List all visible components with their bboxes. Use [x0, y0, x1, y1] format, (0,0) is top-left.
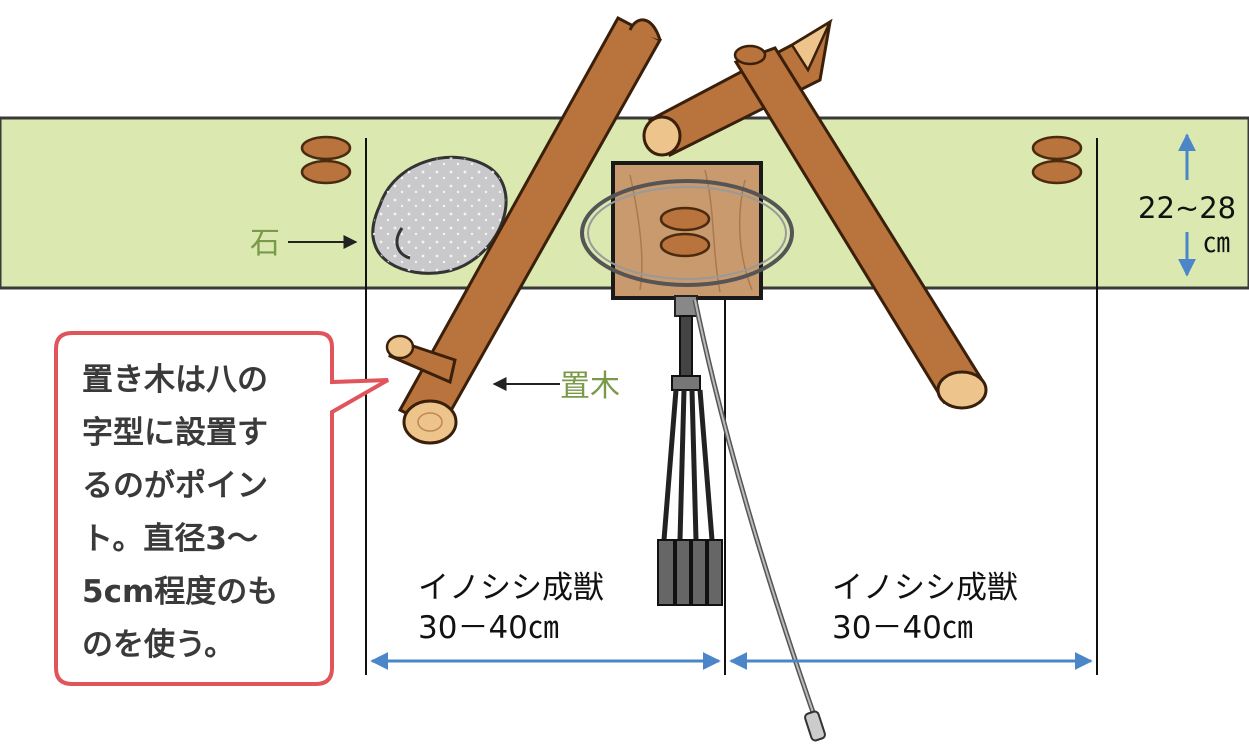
left-span-value: 30－40㎝	[418, 610, 559, 646]
callout-line-1: 置き木は八の	[82, 362, 268, 398]
height-unit: ㎝	[1203, 228, 1230, 259]
right-span-value: 30－40㎝	[832, 610, 973, 646]
wire-loop	[580, 179, 794, 287]
height-value: 22~28	[1138, 191, 1236, 225]
placed-log-right	[733, 44, 988, 410]
hoof-print-left	[300, 135, 352, 185]
snare-spring-device	[657, 295, 723, 606]
hoof-print-right	[1031, 135, 1083, 185]
callout-line-3: るのがポイン	[82, 468, 268, 504]
callout-line-5: 5cm程度のも	[82, 574, 278, 610]
stone-label: 石	[250, 226, 280, 261]
placed-log-left	[385, 15, 663, 445]
placed-wood-label: 置木	[560, 369, 620, 404]
anchor-wire	[692, 299, 818, 719]
callout-line-6: のを使う。	[82, 627, 235, 663]
right-span-title: イノシシ成獣	[832, 570, 1018, 606]
callout-line-2: 字型に設置す	[82, 415, 268, 451]
hoof-print-center	[659, 206, 711, 258]
left-span-title: イノシシ成獣	[418, 570, 604, 606]
callout-bubble	[54, 331, 389, 686]
callout-line-4: ト。直径3～	[82, 521, 258, 557]
